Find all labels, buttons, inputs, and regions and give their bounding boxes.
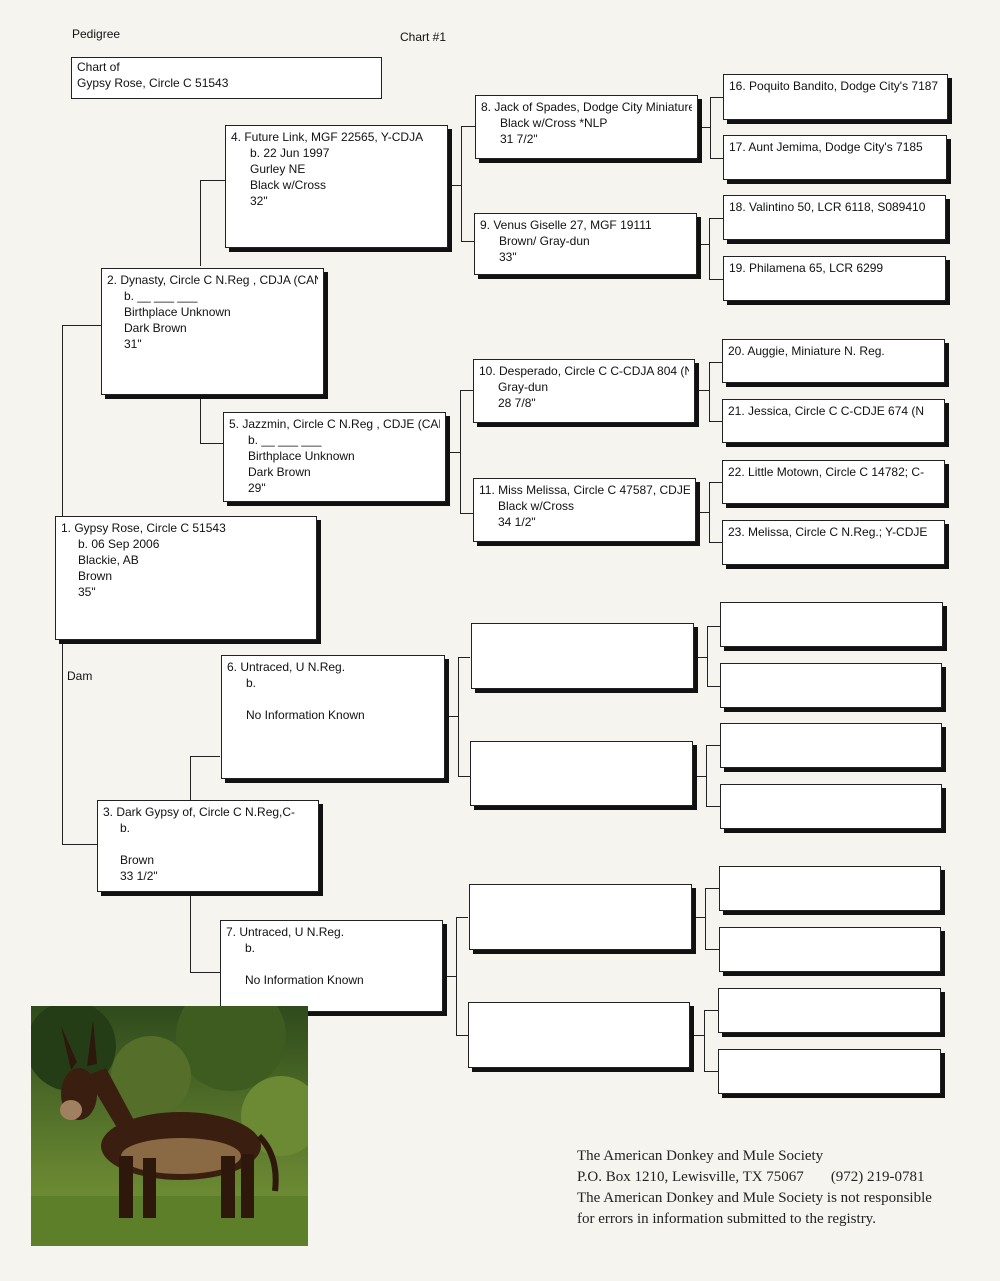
empty-gen4-box [469, 884, 692, 950]
animal-17-box: 17. Aunt Jemima, Dodge City's 7185 [723, 135, 947, 180]
animal-5-name: 5. Jazzmin, Circle C N.Reg , CDJE (CAN) [229, 417, 440, 431]
animal-3-name: 3. Dark Gypsy of, Circle C N.Reg,C- [103, 805, 296, 819]
animal-11-box: 11. Miss Melissa, Circle C 47587, CDJE B… [473, 478, 696, 542]
animal-21-name: 21. Jessica, Circle C C-CDJE 674 (N [728, 404, 925, 418]
animal-10-name: 10. Desperado, Circle C C-CDJA 804 (N [479, 364, 689, 378]
animal-3-born: b. [120, 821, 131, 835]
animal-5-height: 29" [248, 481, 266, 495]
animal-2-name: 2. Dynasty, Circle C N.Reg , CDJA (CAN) [107, 273, 318, 287]
animal-7-box: 7. Untraced, U N.Reg. b. No Information … [220, 920, 443, 1012]
chart-of-label: Chart of [77, 60, 120, 74]
animal-6-box: 6. Untraced, U N.Reg. b. No Information … [221, 655, 445, 779]
animal-6-info: No Information Known [246, 708, 365, 722]
empty-gen4-box [470, 741, 693, 806]
animal-16-name: 16. Poquito Bandito, Dodge City's 7187 [729, 79, 939, 93]
animal-8-height: 31 7/2" [500, 132, 538, 146]
empty-gen5-box [718, 1049, 941, 1094]
animal-2-height: 31" [124, 337, 142, 351]
animal-7-info: No Information Known [245, 973, 364, 987]
animal-10-height: 28 7/8" [498, 396, 536, 410]
animal-23-name: 23. Melissa, Circle C N.Reg.; Y-CDJE [728, 525, 928, 539]
empty-gen5-box [720, 784, 942, 829]
animal-17-name: 17. Aunt Jemima, Dodge City's 7185 [729, 140, 923, 154]
animal-5-place: Birthplace Unknown [248, 449, 355, 463]
animal-22-name: 22. Little Motown, Circle C 14782; C- [728, 465, 925, 479]
animal-16-box: 16. Poquito Bandito, Dodge City's 7187 [723, 74, 948, 120]
animal-4-name: 4. Future Link, MGF 22565, Y-CDJA [231, 130, 424, 144]
animal-20-name: 20. Auggie, Miniature N. Reg. [728, 344, 885, 358]
animal-11-height: 34 1/2" [498, 515, 536, 529]
animal-1-box: 1. Gypsy Rose, Circle C 51543 b. 06 Sep … [55, 516, 317, 640]
empty-gen4-box [468, 1002, 690, 1068]
animal-9-box: 9. Venus Giselle 27, MGF 19111 Brown/ Gr… [474, 213, 697, 275]
animal-18-name: 18. Valintino 50, LCR 6118, S089410 [729, 200, 926, 214]
animal-9-name: 9. Venus Giselle 27, MGF 19111 [480, 218, 652, 232]
chart-of-subject: Gypsy Rose, Circle C 51543 [77, 76, 229, 90]
animal-5-color: Dark Brown [248, 465, 311, 479]
footer-address-line: P.O. Box 1210, Lewisville, TX 75067 (972)… [577, 1167, 932, 1188]
animal-4-place: Gurley NE [250, 162, 306, 176]
chart-number: Chart #1 [400, 30, 447, 44]
animal-20-box: 20. Auggie, Miniature N. Reg. [722, 339, 945, 383]
donkey-photo [31, 1006, 308, 1246]
animal-4-color: Black w/Cross [250, 178, 327, 192]
animal-11-color: Black w/Cross [498, 499, 575, 513]
animal-23-box: 23. Melissa, Circle C N.Reg.; Y-CDJE [722, 520, 945, 565]
empty-gen4-box [471, 623, 694, 689]
animal-1-born: b. 06 Sep 2006 [78, 537, 160, 551]
empty-gen5-box [719, 927, 941, 972]
animal-1-name: 1. Gypsy Rose, Circle C 51543 [61, 521, 226, 535]
animal-7-born: b. [245, 941, 256, 955]
animal-5-born: b. __ ___ ___ [248, 433, 322, 447]
empty-gen5-box [720, 663, 942, 708]
footer-phone: (972) 219-0781 [830, 1169, 925, 1185]
animal-3-color: Brown [120, 853, 155, 867]
animal-9-height: 33" [499, 250, 517, 264]
animal-4-height: 32" [250, 194, 268, 208]
animal-4-box: 4. Future Link, MGF 22565, Y-CDJA b. 22 … [225, 125, 448, 248]
animal-1-height: 35" [78, 585, 96, 599]
animal-3-box: 3. Dark Gypsy of, Circle C N.Reg,C- b. B… [97, 800, 319, 892]
empty-gen5-box [719, 866, 941, 911]
animal-18-box: 18. Valintino 50, LCR 6118, S089410 [723, 195, 946, 240]
footer-disclaimer-1: The American Donkey and Mule Society is … [577, 1190, 932, 1206]
animal-2-born: b. __ ___ ___ [124, 289, 198, 303]
animal-9-color: Brown/ Gray-dun [499, 234, 590, 248]
footer-address: P.O. Box 1210, Lewisville, TX 75067 [577, 1169, 804, 1185]
animal-5-box: 5. Jazzmin, Circle C N.Reg , CDJE (CAN) … [223, 412, 446, 502]
footer-disclaimer-2: for errors in information submitted to t… [577, 1211, 876, 1227]
animal-7-name: 7. Untraced, U N.Reg. [226, 925, 345, 939]
animal-10-box: 10. Desperado, Circle C C-CDJA 804 (N Gr… [473, 359, 695, 423]
animal-22-box: 22. Little Motown, Circle C 14782; C- [722, 460, 945, 504]
empty-gen5-box [718, 988, 941, 1033]
dam-label: Dam [67, 669, 93, 683]
animal-2-box: 2. Dynasty, Circle C N.Reg , CDJA (CAN) … [101, 268, 324, 395]
chart-of-box: Chart of Gypsy Rose, Circle C 51543 [71, 57, 382, 99]
animal-8-box: 8. Jack of Spades, Dodge City Miniatures… [475, 95, 698, 159]
animal-8-name: 8. Jack of Spades, Dodge City Miniatures [481, 100, 692, 114]
pedigree-heading: Pedigree [72, 27, 121, 41]
animal-19-box: 19. Philamena 65, LCR 6299 [723, 256, 946, 301]
animal-3-height: 33 1/2" [120, 869, 158, 883]
animal-2-color: Dark Brown [124, 321, 187, 335]
empty-gen5-box [720, 723, 942, 768]
animal-4-born: b. 22 Jun 1997 [250, 146, 330, 160]
animal-10-color: Gray-dun [498, 380, 549, 394]
animal-11-name: 11. Miss Melissa, Circle C 47587, CDJE [479, 483, 690, 497]
animal-6-name: 6. Untraced, U N.Reg. [227, 660, 346, 674]
animal-2-place: Birthplace Unknown [124, 305, 231, 319]
animal-21-box: 21. Jessica, Circle C C-CDJE 674 (N [722, 399, 945, 443]
animal-6-born: b. [246, 676, 257, 690]
animal-1-place: Blackie, AB [78, 553, 139, 567]
empty-gen5-box [720, 602, 943, 647]
animal-1-color: Brown [78, 569, 113, 583]
animal-8-color: Black w/Cross *NLP [500, 116, 608, 130]
animal-19-name: 19. Philamena 65, LCR 6299 [729, 261, 884, 275]
footer-society-name: The American Donkey and Mule Society [577, 1148, 824, 1164]
society-footer: The American Donkey and Mule Society P.O… [577, 1146, 932, 1230]
